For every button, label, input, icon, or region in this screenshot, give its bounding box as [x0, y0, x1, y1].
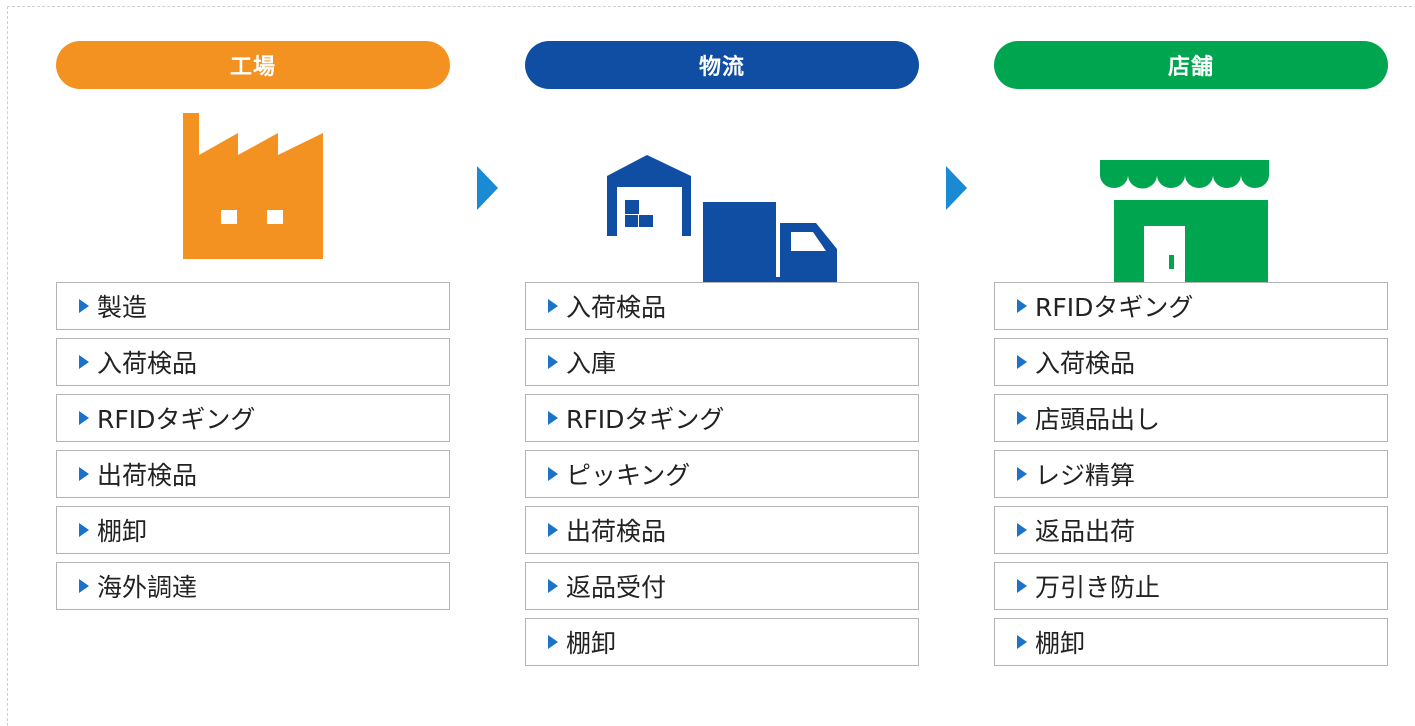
logistics-icon-area: [525, 89, 919, 282]
flow-arrow-1: [477, 166, 498, 210]
factory-icon: [183, 113, 323, 259]
list-item-label: 棚卸: [97, 517, 148, 546]
list-item: 棚卸: [994, 618, 1388, 666]
list-item-label: RFIDタギング: [566, 405, 725, 434]
triangle-bullet-icon: [548, 523, 558, 537]
list-item: 棚卸: [525, 618, 919, 666]
list-item: 出荷検品: [525, 506, 919, 554]
list-item-label: 製造: [97, 293, 148, 322]
triangle-bullet-icon: [1017, 523, 1027, 537]
triangle-bullet-icon: [1017, 355, 1027, 369]
list-item-label: RFIDタギング: [97, 405, 256, 434]
list-item-label: 入荷検品: [566, 293, 667, 322]
store-icon-area: [994, 89, 1388, 282]
list-item: 万引き防止: [994, 562, 1388, 610]
list-item: 入荷検品: [994, 338, 1388, 386]
list-item-label: 入荷検品: [1035, 349, 1136, 378]
list-item-label: 返品受付: [566, 573, 667, 602]
list-item-label: 返品出荷: [1035, 517, 1136, 546]
triangle-bullet-icon: [1017, 579, 1027, 593]
list-item: RFIDタギング: [994, 282, 1388, 330]
flow-arrow-2: [946, 166, 967, 210]
triangle-bullet-icon: [548, 299, 558, 313]
list-item: RFIDタギング: [525, 394, 919, 442]
store-item-list: RFIDタギング入荷検品店頭品出しレジ精算返品出荷万引き防止棚卸: [994, 282, 1388, 666]
column-factory: 工場 製造入荷検品 RFIDタギング出荷検品棚卸海外調達: [56, 41, 450, 610]
list-item-label: 店頭品出し: [1035, 405, 1161, 434]
list-item: 返品出荷: [994, 506, 1388, 554]
list-item-label: 入庫: [566, 349, 617, 378]
triangle-bullet-icon: [79, 411, 89, 425]
triangle-bullet-icon: [548, 411, 558, 425]
list-item: 製造: [56, 282, 450, 330]
factory-item-list: 製造入荷検品 RFIDタギング出荷検品棚卸海外調達: [56, 282, 450, 610]
list-item-label: 棚卸: [566, 629, 617, 658]
list-item: 海外調達: [56, 562, 450, 610]
list-item: 入荷検品: [525, 282, 919, 330]
list-item-label: 海外調達: [97, 573, 198, 602]
triangle-bullet-icon: [79, 299, 89, 313]
triangle-bullet-icon: [548, 635, 558, 649]
store-title: 店舗: [994, 41, 1388, 89]
page-frame: [7, 6, 1415, 726]
list-item: レジ精算: [994, 450, 1388, 498]
list-item: 店頭品出し: [994, 394, 1388, 442]
triangle-bullet-icon: [1017, 635, 1027, 649]
column-logistics: 物流 入荷検品入庫 RFIDタギングピッキング出荷検品返品受付棚卸: [525, 41, 919, 666]
list-item: ピッキング: [525, 450, 919, 498]
column-store: 店舗 RFIDタギング入荷検品店頭品出しレジ精算返品出荷万引き防止棚卸: [994, 41, 1388, 666]
logistics-title: 物流: [525, 41, 919, 89]
triangle-bullet-icon: [548, 467, 558, 481]
list-item: 入荷検品: [56, 338, 450, 386]
factory-icon-area: [56, 89, 450, 282]
list-item-label: 出荷検品: [566, 517, 667, 546]
triangle-bullet-icon: [548, 355, 558, 369]
list-item-label: 万引き防止: [1035, 573, 1161, 602]
list-item-label: ピッキング: [566, 461, 691, 490]
list-item-label: レジ精算: [1035, 461, 1136, 490]
triangle-bullet-icon: [548, 579, 558, 593]
store-icon: [1100, 160, 1269, 282]
list-item-label: 出荷検品: [97, 461, 198, 490]
list-item: 棚卸: [56, 506, 450, 554]
triangle-bullet-icon: [1017, 299, 1027, 313]
factory-title: 工場: [56, 41, 450, 89]
triangle-bullet-icon: [1017, 467, 1027, 481]
list-item-label: 入荷検品: [97, 349, 198, 378]
triangle-bullet-icon: [79, 523, 89, 537]
list-item: 出荷検品: [56, 450, 450, 498]
triangle-bullet-icon: [1017, 411, 1027, 425]
list-item: 返品受付: [525, 562, 919, 610]
list-item: RFIDタギング: [56, 394, 450, 442]
triangle-bullet-icon: [79, 467, 89, 481]
list-item-label: RFIDタギング: [1035, 293, 1194, 322]
logistics-item-list: 入荷検品入庫 RFIDタギングピッキング出荷検品返品受付棚卸: [525, 282, 919, 666]
triangle-bullet-icon: [79, 579, 89, 593]
warehouse-truck-icon: [607, 155, 837, 282]
list-item-label: 棚卸: [1035, 629, 1086, 658]
list-item: 入庫: [525, 338, 919, 386]
triangle-bullet-icon: [79, 355, 89, 369]
